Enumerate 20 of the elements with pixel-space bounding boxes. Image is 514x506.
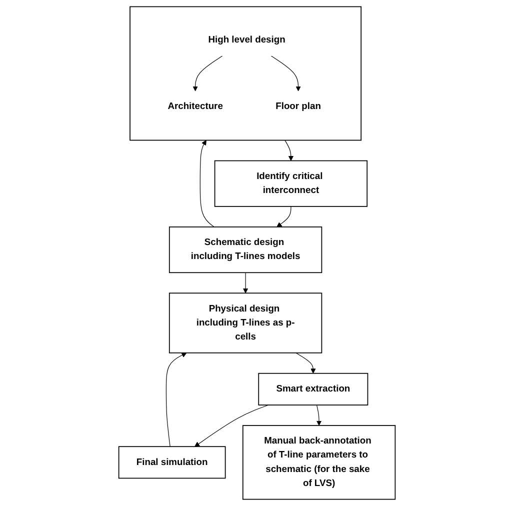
arrow (316, 404, 322, 426)
node-text: Floor plan (276, 102, 321, 112)
arrow (270, 56, 301, 92)
node-box: Manual back-annotation of T-line parameters to schematic (for the sake of LVS) (242, 425, 396, 500)
node-text: High level design (208, 34, 286, 45)
node-box: Smart extraction (258, 372, 368, 406)
node-box: Schematic design including T-lines models (168, 226, 322, 274)
node-box: Physical design including T-lines as p-cells (168, 292, 322, 354)
arrow (194, 404, 269, 447)
arrow (242, 272, 248, 294)
node-box: Identify critical interconnect (214, 160, 368, 207)
arrow (284, 140, 294, 161)
arrow (276, 206, 292, 228)
arrow (200, 140, 214, 228)
node-box: Final simulation (118, 446, 226, 479)
cluster (130, 6, 362, 141)
arrow (296, 352, 316, 374)
node-text: Architecture (168, 102, 223, 112)
arrow (192, 56, 223, 92)
arrow (166, 352, 187, 447)
